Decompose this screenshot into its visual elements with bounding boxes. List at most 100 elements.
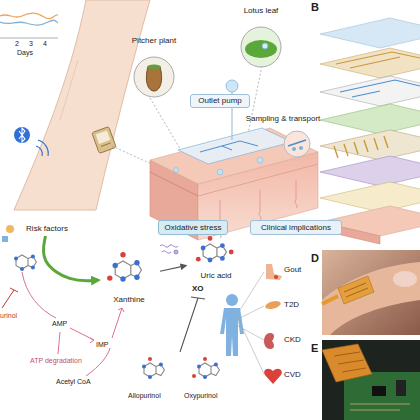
skin-cross-section <box>150 172 198 196</box>
node-outline <box>208 236 213 241</box>
drug-molecule <box>142 365 146 369</box>
pathway-line <box>86 348 110 376</box>
skin-cross-section <box>198 164 318 196</box>
drug-molecule <box>203 357 207 361</box>
wearable-device <box>101 143 110 146</box>
pathway-line <box>2 272 124 376</box>
purine-molecule <box>31 254 35 258</box>
skin-cross-section <box>217 169 223 175</box>
process-label: ATP degradation <box>30 357 82 364</box>
pathway-line <box>22 272 56 318</box>
device-photo <box>344 283 368 297</box>
node-outline <box>113 263 118 268</box>
drug-molecule <box>144 363 156 377</box>
wearable-device <box>92 127 116 154</box>
node-outline <box>245 40 277 58</box>
node-outline <box>299 146 303 150</box>
panel-letter: E <box>311 343 318 354</box>
inhibition-bar <box>180 298 198 352</box>
axis-tick: 2 <box>15 40 19 47</box>
purine-molecule <box>14 257 18 261</box>
drug-molecule <box>199 363 211 377</box>
bioinspired-inset: Lotus leaf <box>228 6 294 68</box>
exploded-layers <box>320 130 420 160</box>
organ-icon <box>264 369 282 384</box>
node-outline <box>115 261 131 279</box>
metabolite-node: Xanthine <box>98 252 160 304</box>
node-outline <box>118 36 190 98</box>
human-figure <box>220 308 244 356</box>
circuit-photo <box>334 352 366 372</box>
pathway-line <box>118 308 124 312</box>
exploded-layers <box>340 80 420 97</box>
skin-cross-section <box>174 168 179 173</box>
node-text: Clinical implications <box>261 223 331 232</box>
wearable-device <box>92 127 116 154</box>
leader-line <box>240 306 264 318</box>
flow-arrow <box>43 236 98 281</box>
node-outline <box>107 275 112 280</box>
node-outline <box>220 243 225 248</box>
pathway-line <box>112 308 122 338</box>
trend-chart <box>0 38 58 39</box>
purine-molecule <box>31 266 35 270</box>
human-figure <box>220 294 244 356</box>
drug-molecule <box>142 357 219 379</box>
drug-molecule <box>148 375 152 379</box>
purine-molecule <box>14 254 36 271</box>
device-photo <box>338 276 374 304</box>
sweat-patch <box>178 128 292 164</box>
sweat-patch <box>226 80 238 92</box>
circuit-photo <box>350 404 410 410</box>
trend-chart <box>0 20 58 25</box>
circuit-photo <box>322 344 372 382</box>
leader-line <box>112 146 156 166</box>
bluetooth-icon <box>14 127 30 143</box>
risk-icons <box>2 225 14 242</box>
node-text: Risk factors <box>26 224 68 233</box>
arm-illustration <box>14 0 150 210</box>
node-text: Pitcher plant <box>132 36 176 45</box>
pathway-line <box>58 332 60 354</box>
skin-cross-section <box>150 128 318 184</box>
exploded-layers <box>320 48 420 78</box>
ros-cloud <box>160 245 178 254</box>
disease-label: CVD <box>284 371 301 379</box>
bluetooth-icon <box>38 140 48 156</box>
exploded-layers <box>320 156 420 186</box>
organ-icon <box>264 333 274 349</box>
node-outline <box>292 147 296 151</box>
exploded-layers <box>320 76 420 106</box>
purine-molecule <box>16 255 28 269</box>
organ-icon <box>264 264 282 384</box>
bluetooth-icon <box>19 128 25 142</box>
node-outline <box>134 260 139 265</box>
risk-icons <box>2 236 8 242</box>
ros-cloud <box>160 245 178 247</box>
category-box: Clinical implications <box>250 220 342 235</box>
device-photo <box>322 250 420 335</box>
node-outline <box>196 257 201 262</box>
node-outline <box>288 140 306 146</box>
organ-icon <box>266 264 282 280</box>
node-text: Sampling & transport <box>246 114 321 123</box>
drug-molecule <box>214 362 218 366</box>
node-text: Lotus leaf <box>244 6 279 15</box>
disease-label: Gout <box>284 266 301 274</box>
device-photo <box>322 250 420 335</box>
drug-label: Allopurinol <box>128 392 161 399</box>
metabolite-label: AMP <box>52 320 67 327</box>
process-box: Oxidative stress <box>158 220 228 235</box>
leader-line <box>236 272 264 374</box>
skin-cross-section <box>257 157 263 163</box>
pathway-line <box>2 288 18 308</box>
component-label: Outlet pump <box>190 94 250 108</box>
enzyme-label: XO <box>192 285 204 293</box>
disease-label: T2D <box>284 301 299 309</box>
sweat-patch <box>200 141 258 152</box>
organ-icon <box>264 300 281 311</box>
ros-cloud <box>174 250 178 254</box>
drug-label: urinol <box>0 312 17 319</box>
node-outline <box>228 6 294 68</box>
